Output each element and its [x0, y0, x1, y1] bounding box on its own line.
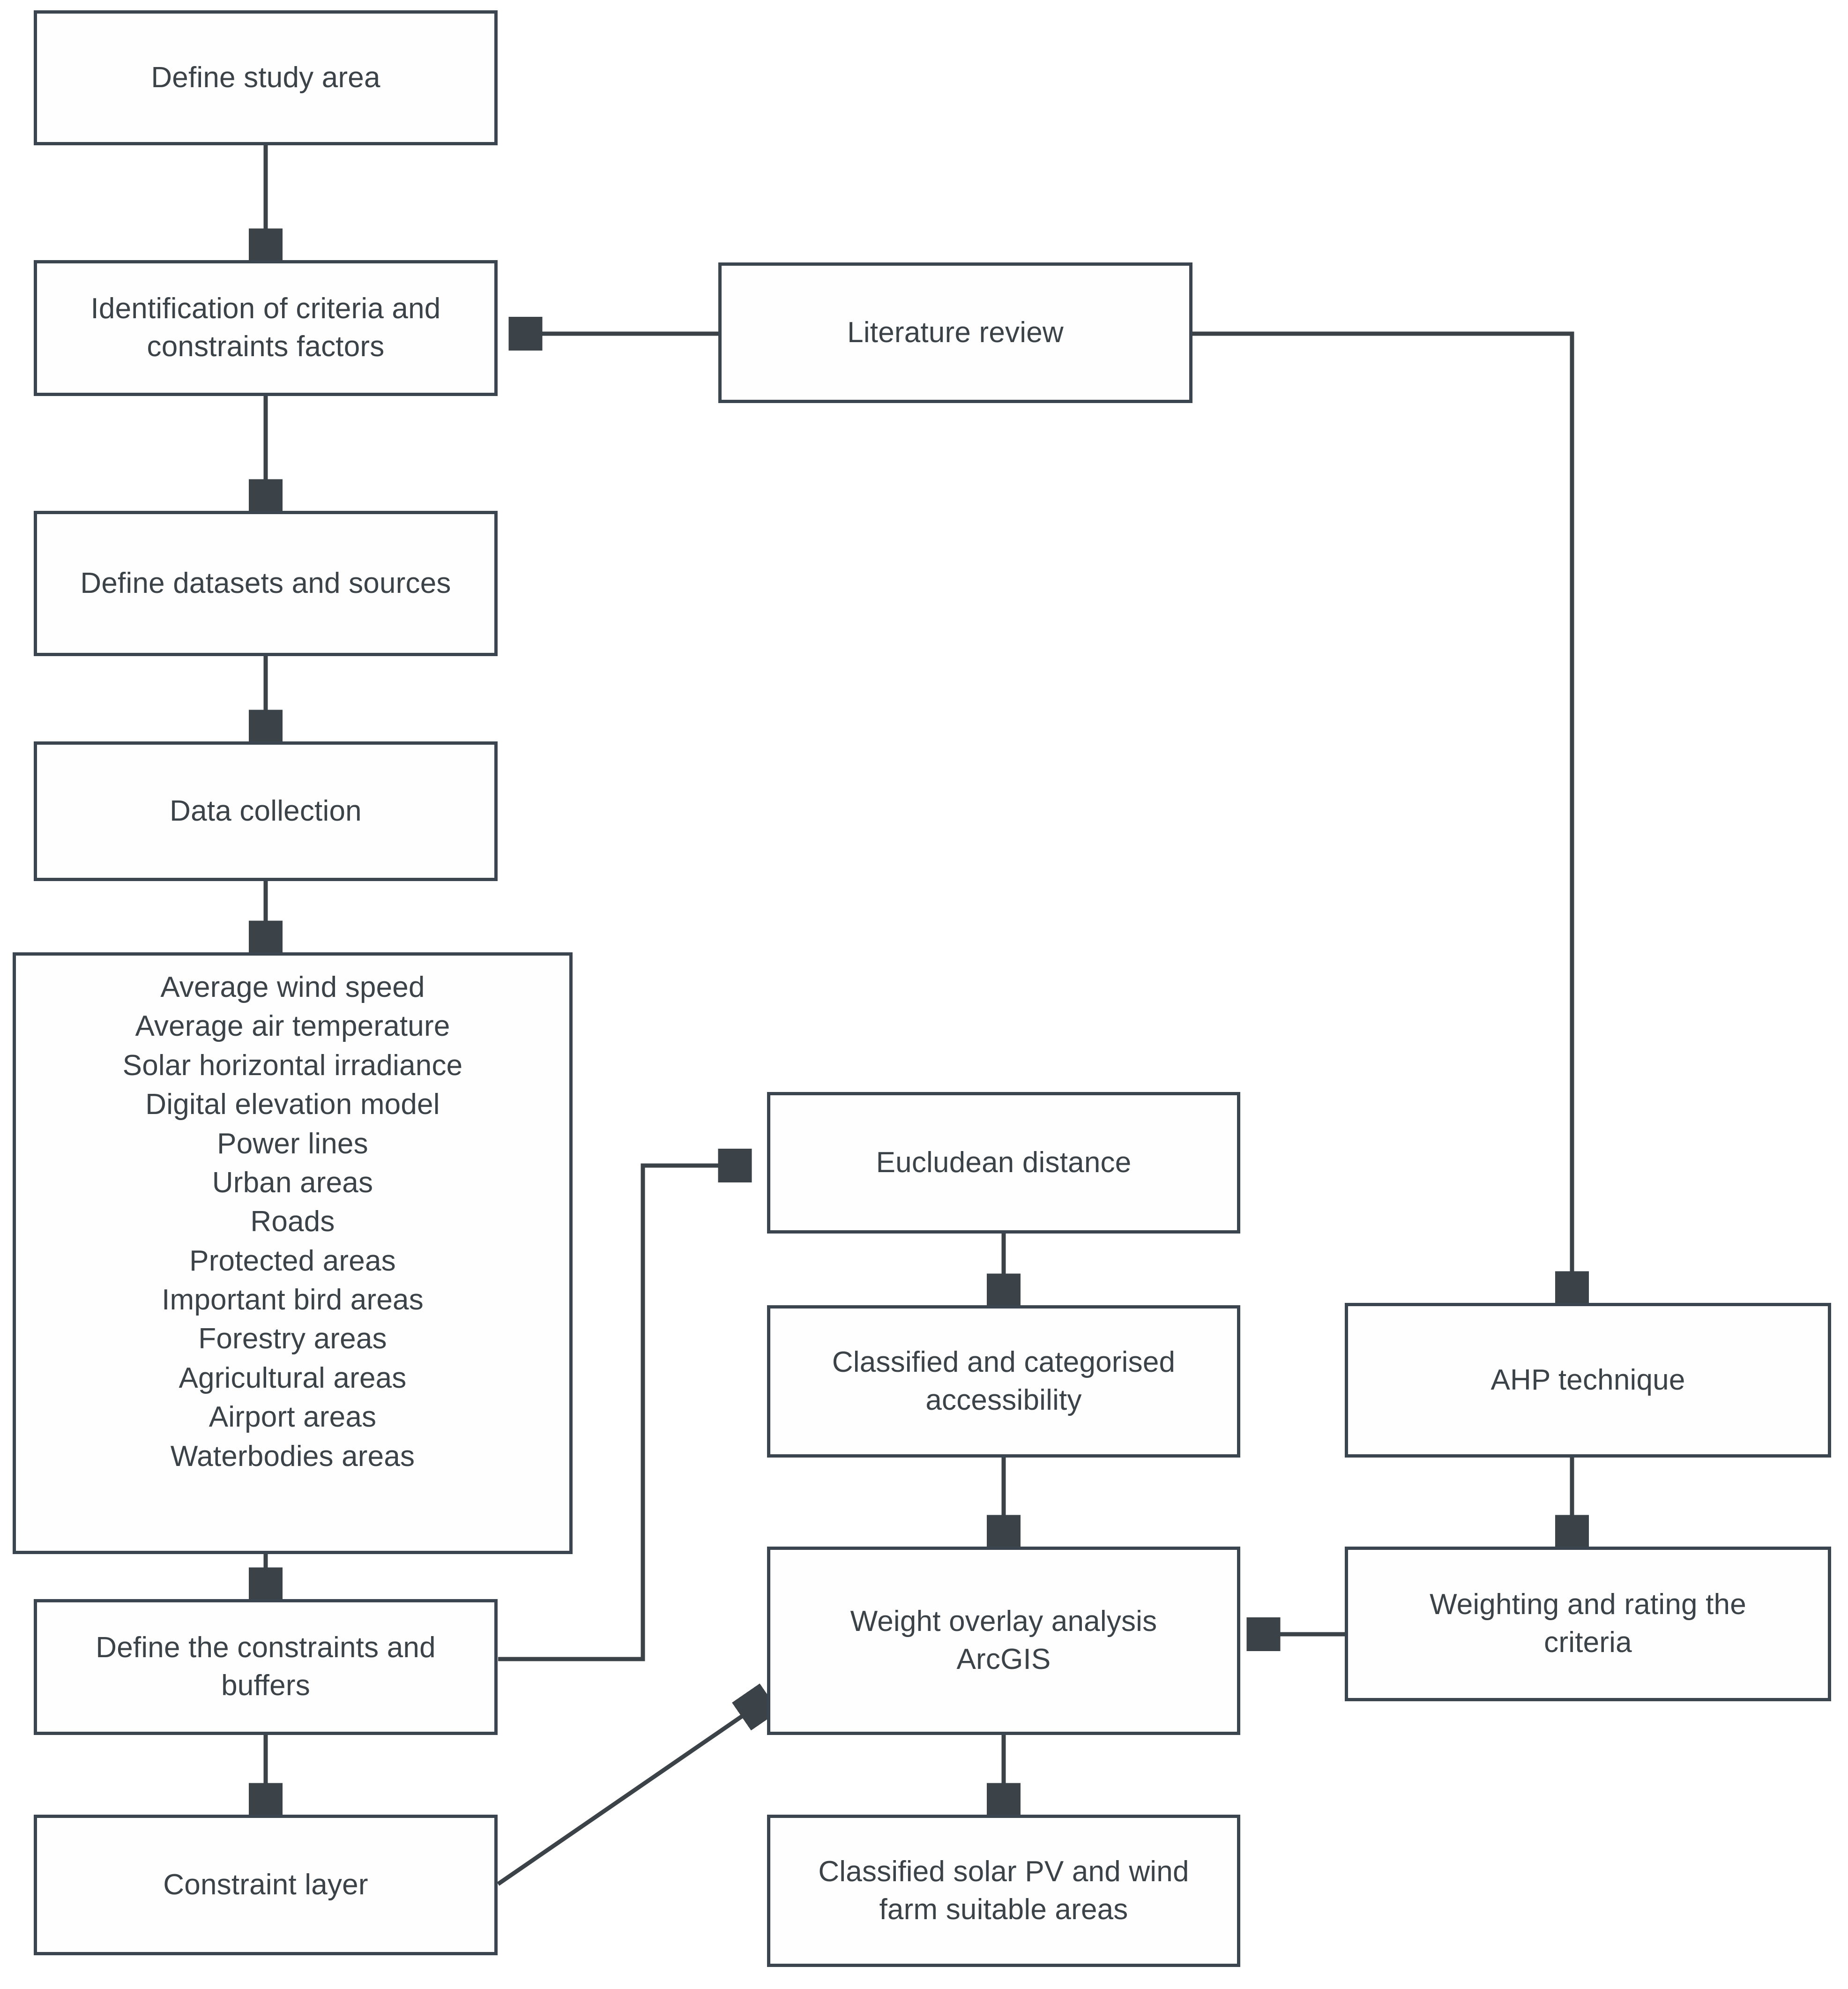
node-define-datasets[interactable]: Define datasets and sources: [34, 511, 498, 656]
node-eucludean-distance[interactable]: Eucludean distance: [767, 1092, 1240, 1234]
node-identification-criteria[interactable]: Identification of criteria and constrain…: [34, 260, 498, 396]
node-weight-overlay-analysis[interactable]: Weight overlay analysis ArcGIS: [767, 1547, 1240, 1735]
edge-constraint-layer-to-overlay: [497, 1701, 764, 1886]
node-define-constraints[interactable]: Define the constraints and buffers: [34, 1599, 498, 1735]
node-classified-suitable-areas[interactable]: Classified solar PV and wind farm suitab…: [767, 1815, 1240, 1967]
node-define-study-area[interactable]: Define study area: [34, 10, 498, 145]
edge-literature-to-ahp: [1192, 331, 1572, 1298]
node-constraint-layer[interactable]: Constraint layer: [34, 1815, 498, 1955]
node-data-layers-list[interactable]: Average wind speed Average air temperatu…: [13, 952, 573, 1554]
node-weighting-rating-criteria[interactable]: Weighting and rating the criteria: [1345, 1547, 1831, 1701]
node-data-collection[interactable]: Data collection: [34, 741, 498, 881]
node-ahp-technique[interactable]: AHP technique: [1345, 1303, 1831, 1458]
node-literature-review[interactable]: Literature review: [718, 262, 1192, 403]
node-classified-accessibility[interactable]: Classified and categorised accessibility: [767, 1305, 1240, 1458]
